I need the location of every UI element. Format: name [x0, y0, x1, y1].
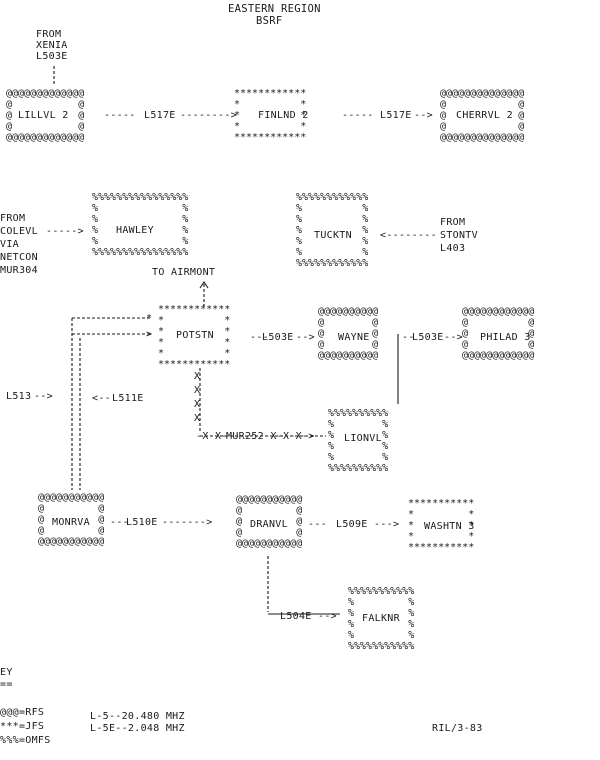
from-xenia-1: FROM	[36, 29, 62, 40]
node-hawley-label: HAWLEY	[116, 225, 154, 236]
link-lillvl-finlnd-dash-l: -----	[104, 110, 136, 121]
link-l513-label: L513	[6, 391, 32, 402]
node-falknr: %%%%%%%%%%% % % % % % % % % %%%%%%%%%%%	[348, 586, 415, 652]
link-dranvl-washtn-dash-l: ---	[308, 519, 327, 530]
link-monrva-dranvl-dash-l: ---	[110, 517, 129, 528]
node-lionvl-label: LIONVL	[344, 433, 382, 444]
from-colevl-3: VIA	[0, 239, 19, 250]
from-colevl-4: NETCON	[0, 252, 38, 263]
link-l513-arrow: -->	[34, 391, 53, 402]
node-washtn: *********** * * * * * * ***********	[408, 498, 475, 553]
node-philad-label: PHILAD 3	[480, 332, 531, 343]
node-wayne-label: WAYNE	[338, 332, 370, 343]
node-potstn-label: POTSTN	[176, 330, 214, 341]
potstn-feed-arrow-a: *	[146, 313, 153, 324]
key-omfs: %%%=OMFS	[0, 735, 51, 746]
from-stontv-1: FROM	[440, 217, 466, 228]
from-stontv-arrow: <--------	[380, 230, 437, 241]
mur252-cross-left: -X-X-	[196, 431, 228, 442]
link-finlnd-cherrvl-dash-r: -->	[414, 110, 433, 121]
node-hawley: %%%%%%%%%%%%%%%% % % % % % % % % %%%%%%%…	[92, 192, 189, 258]
reference-code: RIL/3-83	[432, 723, 483, 734]
link-potstn-wayne-label: L503E	[262, 332, 294, 343]
key-jfs: ***=JFS	[0, 721, 45, 732]
node-dranvl: @@@@@@@@@@@ @ @ @ @ @ @ @@@@@@@@@@@	[236, 494, 303, 549]
mur252-cross-marks-v: X X X X	[194, 371, 201, 424]
node-tucktn: %%%%%%%%%%%% % % % % % % % % % % %%%%%%%…	[296, 192, 369, 269]
node-cherrvl-label: CHERRVL 2	[456, 110, 513, 121]
node-potstn: ************ * * * * * * * * ***********…	[158, 304, 231, 370]
node-wayne: @@@@@@@@@@ @ @ @ @ @ @ @@@@@@@@@@	[318, 306, 379, 361]
mur252-cross-right: -X-X-X->	[264, 431, 315, 442]
link-l511e-arrow: <--	[92, 393, 111, 404]
link-finlnd-cherrvl-dash-l: -----	[342, 110, 374, 121]
node-lillvl-label: LILLVL 2	[18, 110, 69, 121]
diagram-subtitle: BSRF	[256, 15, 283, 27]
node-philad: @@@@@@@@@@@@ @ @ @ @ @ @ @@@@@@@@@@@@	[462, 306, 535, 361]
link-potstn-wayne-dash-l: ---	[250, 332, 269, 343]
to-airmont: TO AIRMONT	[152, 267, 216, 278]
node-monrva: @@@@@@@@@@@ @ @ @ @ @ @ @@@@@@@@@@@	[38, 492, 105, 547]
link-finlnd-cherrvl-label: L517E	[380, 110, 412, 121]
link-monrva-dranvl-label: L510E	[126, 517, 158, 528]
link-dranvl-washtn-label: L509E	[336, 519, 368, 530]
from-colevl-2: COLEVL	[0, 226, 38, 237]
link-monrva-dranvl-dash-r: ------->	[162, 517, 213, 528]
from-stontv-2: STONTV	[440, 230, 478, 241]
freq-l5e: L-5E--2.048 MHZ	[90, 723, 185, 734]
from-xenia-2: XENIA	[36, 40, 68, 51]
link-wayne-philad-dash-r: -->	[444, 332, 463, 343]
link-l511e-label: L511E	[112, 393, 144, 404]
from-colevl-5: MUR304	[0, 265, 38, 276]
node-cherrvl: @@@@@@@@@@@@@@ @ @ @ @ @ @ @@@@@@@@@@@@@…	[440, 88, 525, 143]
freq-l5: L-5--20.480 MHZ	[90, 711, 185, 722]
node-washtn-label: WASHTN 3	[424, 521, 475, 532]
key-underline: ==	[0, 679, 13, 690]
link-dranvl-washtn-dash-r: --->	[374, 519, 400, 530]
node-lionvl: %%%%%%%%%% % % % % % % % % %%%%%%%%%%	[328, 408, 389, 474]
node-finlnd-label: FINLND 2	[258, 110, 309, 121]
link-dranvl-falknr-label: L504E	[280, 611, 312, 622]
node-dranvl-label: DRANVL	[250, 519, 288, 530]
from-stontv-3: L403	[440, 243, 466, 254]
potstn-feed-arrow-b: >	[146, 329, 153, 340]
from-xenia-3: L503E	[36, 51, 68, 62]
node-falknr-label: FALKNR	[362, 613, 400, 624]
link-wayne-philad-dash-l: --	[402, 332, 415, 343]
link-wayne-philad-label: L503E	[412, 332, 444, 343]
key-rfs: @@@=RFS	[0, 707, 45, 718]
link-lillvl-finlnd-dash-r: -------->	[180, 110, 237, 121]
from-colevl-arrow: ----->	[46, 226, 84, 237]
diagram-title: EASTERN REGION	[228, 3, 321, 15]
from-colevl-1: FROM	[0, 213, 26, 224]
link-potstn-wayne-dash-r: -->	[296, 332, 315, 343]
node-tucktn-label: TUCKTN	[314, 230, 352, 241]
key-heading: EY	[0, 667, 13, 678]
node-monrva-label: MONRVA	[52, 517, 90, 528]
airmont-arrow	[199, 281, 209, 289]
mur252-label: MUR252	[226, 431, 264, 442]
link-lillvl-finlnd-label: L517E	[144, 110, 176, 121]
node-lillvl: @@@@@@@@@@@@@ @ @ @ @ @ @ @@@@@@@@@@@@@	[6, 88, 85, 143]
link-dranvl-falknr-arrow: -->	[318, 611, 337, 622]
node-finlnd: ************ * * * * * * ************	[234, 88, 307, 143]
